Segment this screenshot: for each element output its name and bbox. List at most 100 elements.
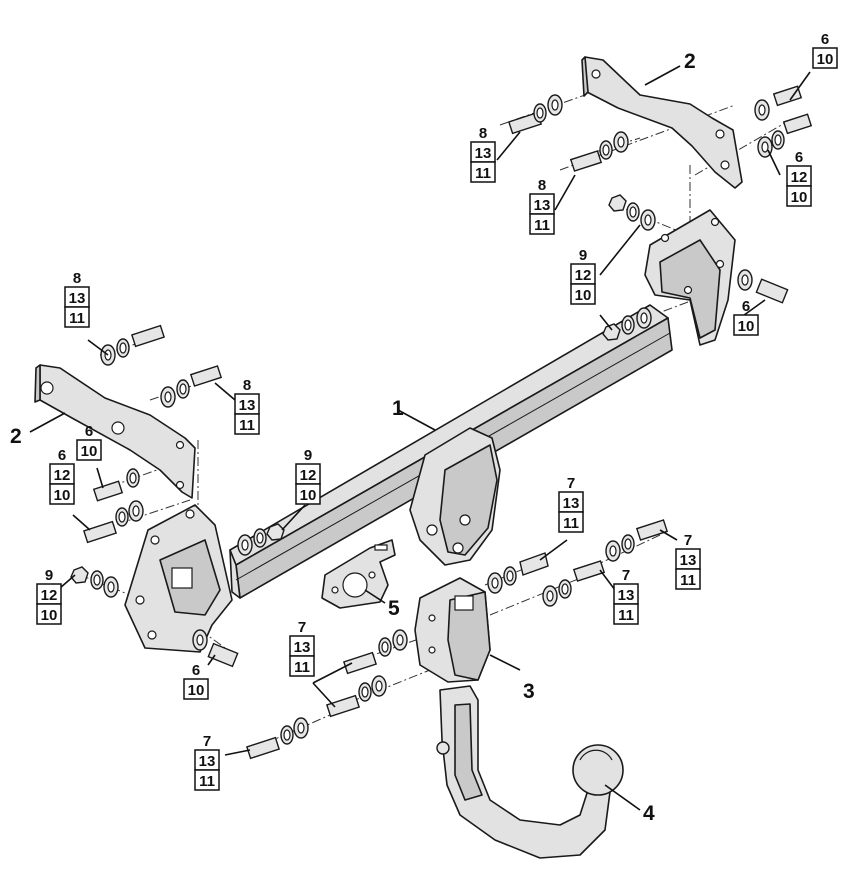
callout-box bbox=[64, 306, 90, 328]
callout-number: 10 bbox=[738, 318, 755, 335]
callout-number: 13 bbox=[618, 587, 635, 604]
callout-number: 6 bbox=[192, 662, 200, 679]
right-mounting-bracket bbox=[581, 56, 743, 189]
callout-number: 9 bbox=[579, 247, 587, 264]
callout-box bbox=[289, 655, 315, 677]
callout-c13: 610 bbox=[183, 662, 209, 700]
part-label-2-top: 2 bbox=[684, 50, 696, 73]
callout-number: 6 bbox=[85, 423, 93, 440]
callout-number: 7 bbox=[567, 475, 575, 492]
callout-c17: 7 13 11 bbox=[613, 567, 639, 625]
callout-number: 10 bbox=[791, 189, 808, 206]
callout-box bbox=[675, 568, 701, 590]
callout-number: 8 bbox=[73, 270, 81, 287]
callout-c3: 610 bbox=[812, 31, 838, 69]
left-mounting-bracket bbox=[34, 364, 196, 499]
callout-number: 10 bbox=[817, 51, 834, 68]
tow-ball-neck bbox=[436, 685, 624, 859]
leader-lines bbox=[29, 65, 811, 811]
callout-box bbox=[234, 413, 260, 435]
callout-number: 12 bbox=[575, 267, 592, 284]
callout-number: 7 bbox=[298, 619, 306, 636]
right-end-plate bbox=[644, 209, 736, 346]
callout-number: 11 bbox=[69, 310, 85, 327]
centre-hanger-bracket bbox=[409, 427, 501, 566]
callout-number: 12 bbox=[41, 587, 58, 604]
callout-c14: 7 13 11 bbox=[289, 619, 315, 677]
callout-c12: 9 12 10 bbox=[36, 567, 62, 625]
part-label-2-left: 2 bbox=[10, 425, 22, 448]
callout-number: 6 bbox=[58, 447, 66, 464]
callout-number: 12 bbox=[54, 467, 71, 484]
callout-number: 13 bbox=[680, 552, 697, 569]
callout-number: 11 bbox=[618, 607, 634, 624]
callout-number: 11 bbox=[239, 417, 255, 434]
callout-number: 13 bbox=[239, 397, 256, 414]
callout-number: 10 bbox=[300, 487, 317, 504]
callout-c5: 9 12 10 bbox=[570, 247, 596, 305]
callout-box bbox=[295, 483, 321, 505]
callout-c4: 6 12 10 bbox=[786, 149, 812, 207]
callout-number: 13 bbox=[475, 145, 492, 162]
callout-number: 13 bbox=[294, 639, 311, 656]
callout-box bbox=[786, 185, 812, 207]
callout-number: 10 bbox=[81, 443, 98, 460]
callout-box bbox=[194, 769, 220, 791]
callout-c15: 7 13 11 bbox=[558, 475, 584, 533]
callout-box bbox=[570, 283, 596, 305]
callout-box bbox=[49, 483, 75, 505]
callout-number: 6 bbox=[742, 298, 750, 315]
callout-number: 11 bbox=[475, 165, 491, 182]
callout-stacks: 8131181311610612109121061081311813116106… bbox=[36, 31, 838, 791]
callout-box bbox=[529, 213, 555, 235]
part-labels: 1 2 2 3 4 5 bbox=[10, 50, 696, 825]
callout-number: 13 bbox=[69, 290, 86, 307]
fastener-hardware bbox=[70, 85, 813, 760]
callout-number: 11 bbox=[294, 659, 310, 676]
part-label-3: 3 bbox=[523, 680, 535, 703]
callout-number: 8 bbox=[243, 377, 251, 394]
part-label-1: 1 bbox=[392, 397, 404, 420]
callout-c8: 8 13 11 bbox=[234, 377, 260, 435]
callout-number: 13 bbox=[199, 753, 216, 770]
callout-c9: 610 bbox=[76, 423, 102, 461]
socket-plate bbox=[321, 539, 396, 609]
part-label-4: 4 bbox=[643, 802, 655, 825]
callout-number: 11 bbox=[199, 773, 215, 790]
callout-box bbox=[183, 678, 209, 700]
callout-c7: 8 13 11 bbox=[64, 270, 90, 328]
callout-number: 11 bbox=[563, 515, 579, 532]
callout-number: 9 bbox=[304, 447, 312, 464]
callout-number: 10 bbox=[41, 607, 58, 624]
callout-number: 10 bbox=[575, 287, 592, 304]
callout-number: 11 bbox=[680, 572, 696, 589]
callout-number: 13 bbox=[563, 495, 580, 512]
callout-number: 6 bbox=[795, 149, 803, 166]
callout-number: 8 bbox=[538, 177, 546, 194]
callout-number: 12 bbox=[791, 169, 808, 186]
callout-number: 13 bbox=[534, 197, 551, 214]
callout-box bbox=[733, 314, 759, 336]
callout-box bbox=[76, 439, 102, 461]
callout-number: 6 bbox=[821, 31, 829, 48]
callout-number: 11 bbox=[534, 217, 550, 234]
callout-number: 7 bbox=[622, 567, 630, 584]
callout-c10: 6 12 10 bbox=[49, 447, 75, 505]
callout-c2: 8 13 11 bbox=[529, 177, 555, 235]
callout-number: 10 bbox=[188, 682, 205, 699]
callout-c6: 610 bbox=[733, 298, 759, 336]
callout-box bbox=[470, 161, 496, 183]
left-end-plate bbox=[124, 504, 233, 653]
callout-number: 9 bbox=[45, 567, 53, 584]
part-label-5: 5 bbox=[388, 597, 400, 620]
callout-box bbox=[558, 511, 584, 533]
tow-bar-receiver bbox=[414, 577, 491, 683]
callout-number: 10 bbox=[54, 487, 71, 504]
callout-box bbox=[812, 47, 838, 69]
callout-box bbox=[613, 603, 639, 625]
